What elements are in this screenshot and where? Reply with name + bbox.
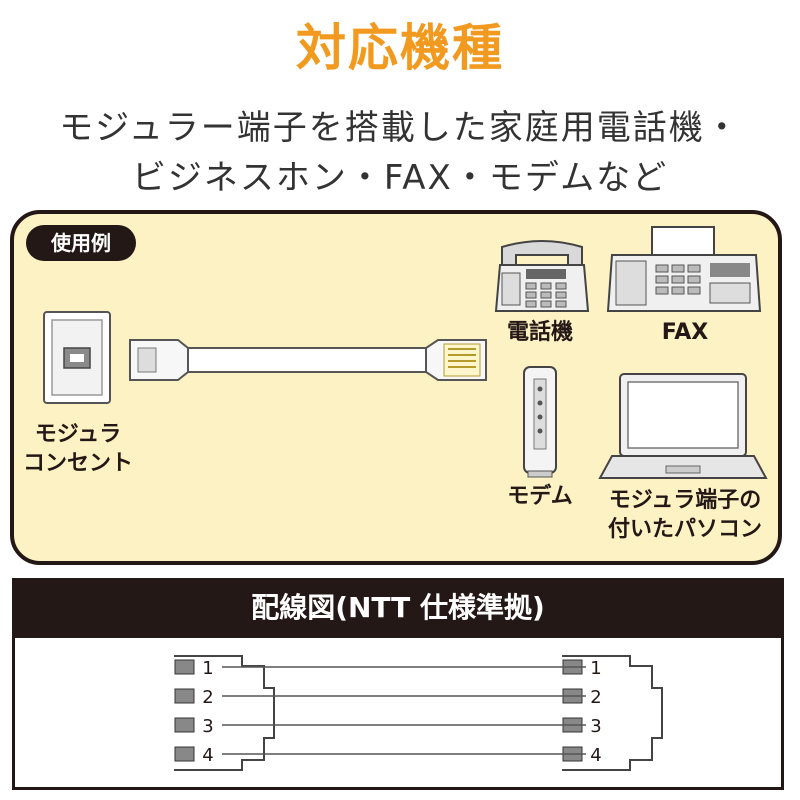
left-pin-number: 4: [202, 745, 213, 766]
fax-machine-icon: [606, 226, 762, 312]
pc-label: モジュラ端子の 付いたパソコン: [607, 488, 762, 542]
fax-label: FAX: [661, 320, 709, 345]
left-pin-number: 2: [202, 687, 213, 708]
left-pin-1: [174, 659, 195, 675]
right-pin-number: 4: [590, 745, 601, 766]
left-pin-number: 3: [202, 716, 213, 737]
right-pin-number: 2: [590, 687, 601, 708]
modular-cable-icon: [129, 339, 487, 381]
left-pin-4: [174, 746, 195, 762]
modem-label: モデム: [507, 484, 573, 509]
right-pin-number: 1: [590, 658, 601, 679]
right-pin-number: 3: [590, 716, 601, 737]
left-pin-number: 1: [202, 658, 213, 679]
usage-example-badge: 使用例: [26, 225, 136, 261]
subtitle-line-1: モジュラー端子を搭載した家庭用電話機・: [59, 108, 741, 148]
telephone-icon: [494, 240, 590, 312]
outlet-label: モジュラ コンセント: [22, 422, 133, 476]
left-pin-2: [174, 688, 195, 704]
subtitle-line-2: ビジネスホン・FAX・モデムなど: [131, 158, 669, 198]
laptop-icon: [598, 373, 768, 479]
left-connector-outline: [174, 655, 275, 771]
left-pin-3: [174, 717, 195, 733]
wiring-diagram-title: 配線図(NTT 仕様準拠): [12, 578, 784, 638]
page-title: 対応機種: [296, 19, 504, 77]
right-connector-outline: [562, 655, 663, 771]
modular-outlet-icon: [43, 311, 111, 404]
modem-icon: [523, 366, 557, 478]
wiring-diagram: 1 2 3 4 1 2 3 4: [174, 655, 663, 771]
telephone-label: 電話機: [506, 320, 573, 345]
